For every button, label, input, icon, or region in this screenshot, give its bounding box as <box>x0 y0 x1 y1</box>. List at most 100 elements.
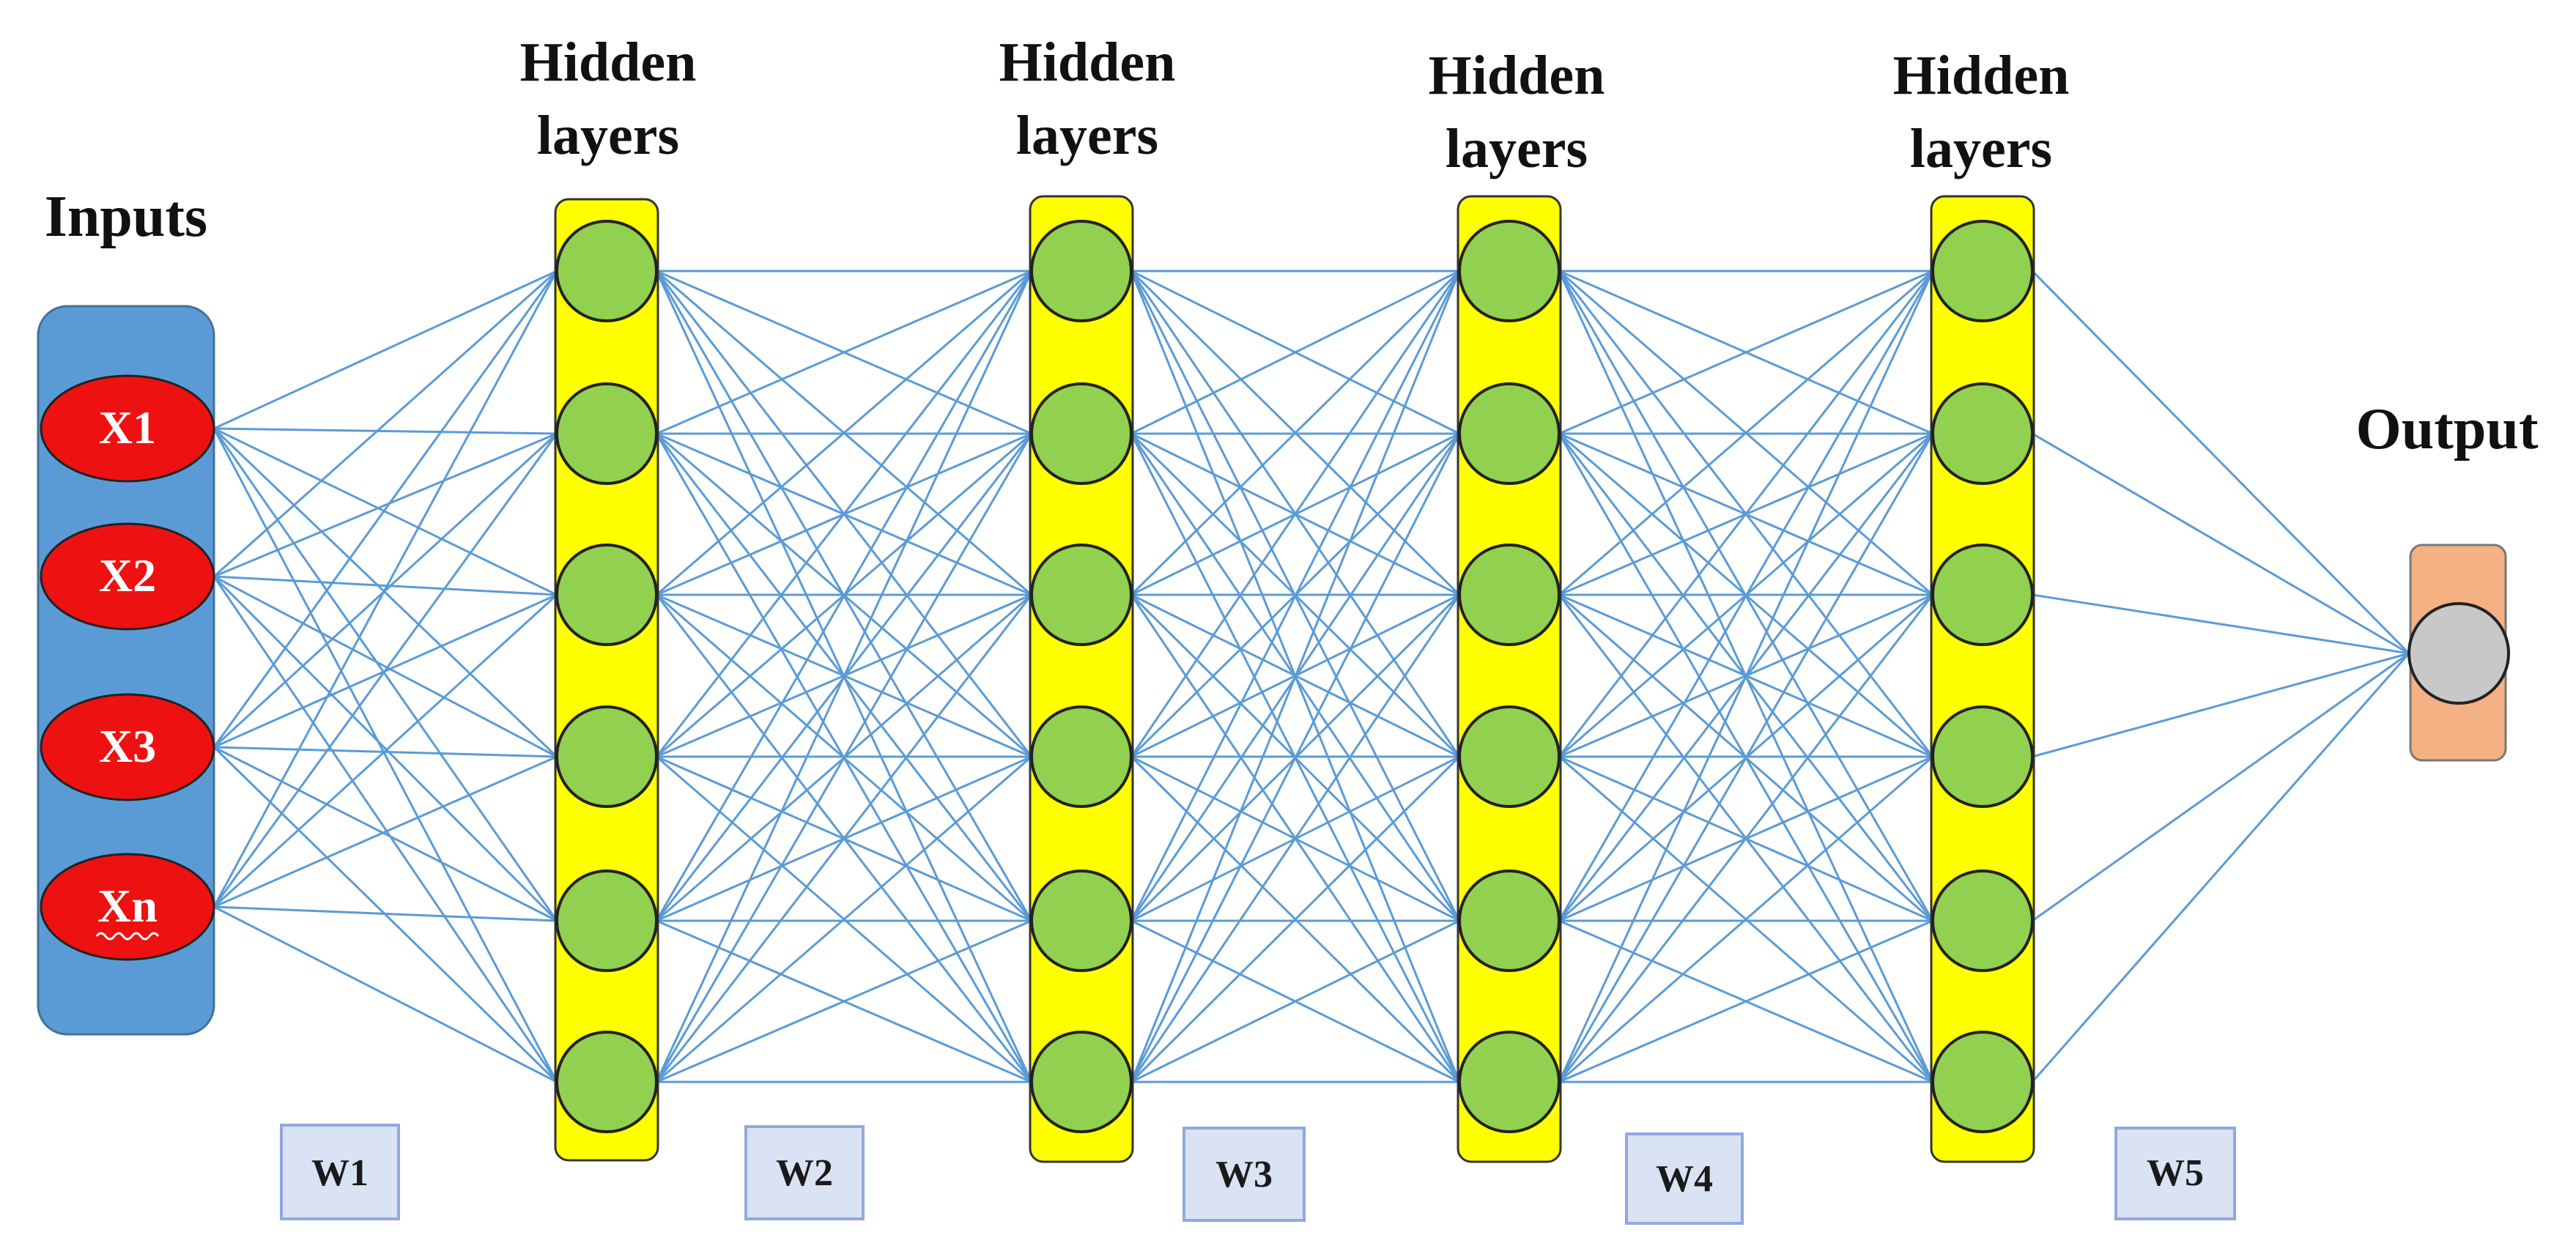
input-node-label: Xn <box>97 880 158 932</box>
hidden-node <box>1931 1031 2034 1133</box>
connection-line <box>1558 270 1934 1083</box>
connection-line <box>213 427 558 596</box>
hidden-node <box>1030 382 1133 485</box>
hidden-node <box>1030 1031 1133 1133</box>
weight-box <box>1182 1127 1306 1222</box>
hidden-layer-subtitle: layers <box>1016 105 1158 166</box>
weight-labels: W1 W2 W3 W4 W5 <box>280 1124 2236 1225</box>
connections <box>212 270 2410 1083</box>
connection-line <box>213 427 558 435</box>
output-node <box>2407 602 2510 705</box>
hidden-layer-bar <box>554 198 659 1162</box>
connection-line <box>1558 433 1934 1083</box>
connection-line <box>2032 652 2410 758</box>
connection-line <box>655 270 1033 1083</box>
connection-line <box>1130 755 1461 1083</box>
hidden-layer-1: Hidden layers <box>520 31 697 1162</box>
weight-label: W2 <box>776 1152 833 1194</box>
hidden-layer-subtitle: layers <box>1446 118 1588 179</box>
output-layer: Output <box>2356 397 2539 762</box>
hidden-node <box>1030 544 1133 646</box>
connection-line <box>213 905 558 1083</box>
connection-line <box>213 575 558 596</box>
connection-line <box>212 270 558 908</box>
weight-box <box>1625 1132 1744 1225</box>
input-node-label: X3 <box>99 720 156 772</box>
weight-box <box>744 1125 865 1220</box>
connection-line <box>212 270 558 748</box>
connection-line <box>1130 270 1461 922</box>
hidden-node <box>1458 1031 1561 1133</box>
hidden-node <box>1030 705 1133 808</box>
connection-line <box>213 432 558 578</box>
hidden-layer-bar <box>1930 195 2035 1163</box>
connection-line <box>1130 270 1461 596</box>
hidden-layer-subtitle: layers <box>1910 118 2052 179</box>
connection-line <box>1130 270 1461 757</box>
hidden-layer-title: Hidden <box>520 31 697 93</box>
hidden-layer-title: Hidden <box>1893 45 2070 106</box>
connection-line <box>1558 755 1933 1083</box>
connection-line <box>1558 270 1934 922</box>
weight-box <box>280 1124 400 1220</box>
hidden-layer-bar <box>1029 195 1134 1163</box>
input-panel <box>37 305 215 1036</box>
hidden-node <box>1931 382 2034 485</box>
hidden-node <box>1931 220 2034 322</box>
connection-line <box>1130 270 1460 435</box>
spellcheck-underline <box>95 932 160 941</box>
connection-line <box>1558 919 1933 1083</box>
hidden-layer-2: Hidden layers <box>999 31 1176 1163</box>
connection-line <box>1130 433 1461 1083</box>
weight-label: W3 <box>1215 1154 1273 1195</box>
input-node <box>40 522 215 631</box>
hidden-layer-3: Hidden layers <box>1429 45 1605 1163</box>
input-node <box>40 853 215 961</box>
connection-line <box>2031 270 2410 655</box>
weight-label: W5 <box>2147 1152 2204 1194</box>
connection-line <box>212 575 558 922</box>
hidden-node <box>555 544 658 646</box>
hidden-node <box>1458 544 1561 646</box>
connection-line <box>656 270 1032 596</box>
hidden-node <box>1931 544 2034 646</box>
hidden-layer-title: Hidden <box>999 31 1176 93</box>
connection-line <box>2032 432 2410 655</box>
input-node-label: X1 <box>99 401 156 453</box>
connection-line <box>1130 594 1461 1083</box>
hidden-node <box>1030 869 1133 972</box>
hidden-node <box>1458 705 1561 808</box>
weight-box <box>2114 1127 2236 1220</box>
connection-line <box>212 428 558 922</box>
connection-line <box>655 270 1033 757</box>
connection-line <box>655 433 1033 1083</box>
connection-line <box>1558 270 1933 596</box>
connection-line <box>213 905 558 922</box>
connection-line <box>1130 270 1461 1083</box>
hidden-node <box>1030 220 1133 322</box>
input-node <box>40 693 215 801</box>
connection-line <box>656 270 1032 435</box>
connection-line <box>1558 270 1934 757</box>
connection-line <box>213 270 558 430</box>
connection-line <box>2031 653 2410 1083</box>
hidden-layer-subtitle: layers <box>537 105 679 166</box>
hidden-node <box>555 382 658 485</box>
hidden-node <box>1458 382 1561 485</box>
output-title: Output <box>2356 397 2539 461</box>
hidden-node <box>1931 869 2034 972</box>
input-node <box>40 374 215 483</box>
connection-line <box>213 755 558 908</box>
connection-line <box>656 919 1032 1083</box>
connection-line <box>655 270 1033 922</box>
connection-line <box>1130 919 1460 1083</box>
connection-line <box>655 594 1033 1083</box>
weight-label: W4 <box>1656 1158 1713 1200</box>
connection-line <box>212 433 558 908</box>
connection-line <box>656 755 1032 1083</box>
connection-line <box>2032 593 2410 655</box>
hidden-node <box>1458 869 1561 972</box>
connection-line <box>1558 594 1934 1083</box>
connection-line <box>213 746 558 922</box>
